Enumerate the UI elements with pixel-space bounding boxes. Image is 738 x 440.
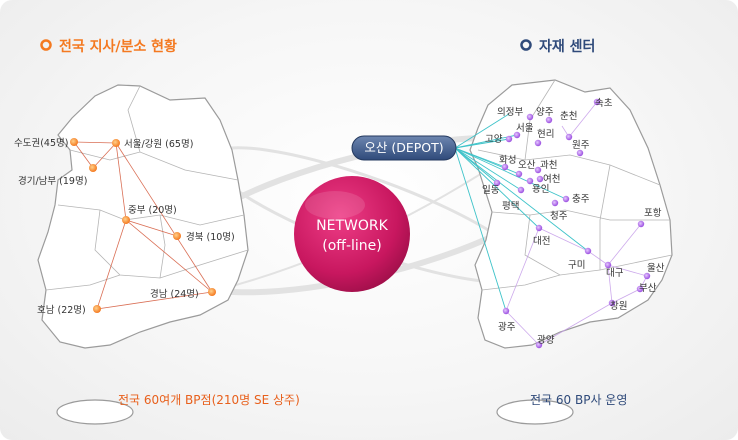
- city-label: 부산: [639, 283, 657, 294]
- office-marker: 수도권(45명): [14, 137, 78, 149]
- city-label: 화성: [499, 155, 516, 166]
- jeju-island: [56, 399, 134, 425]
- city-marker: 속초: [593, 98, 613, 109]
- office-marker: 호남 (22명): [37, 305, 101, 316]
- city-label: 여천: [543, 173, 560, 185]
- city-marker: 고양: [485, 134, 513, 145]
- city-markers: 의정부 양주 춘천 속초 서울 현리 고양 원주 화성 오산 과천 여천 일동 …: [482, 98, 665, 349]
- city-label: 충주: [572, 194, 590, 205]
- office-label: 수도권(45명): [14, 137, 68, 149]
- office-label: 중부 (20명): [128, 205, 177, 216]
- right-title: 자재 센터: [520, 39, 595, 55]
- office-marker: 경기/남부 (19명): [18, 164, 97, 187]
- city-label: 속초: [595, 98, 613, 109]
- city-label: 청주: [550, 211, 568, 222]
- office-markers: 수도권(45명) 서울/강원 (65명) 경기/남부 (19명) 중부 (20명…: [14, 137, 235, 316]
- city-label: 의정부: [497, 107, 523, 118]
- city-marker: 용인: [526, 177, 549, 195]
- city-marker: 춘천: [560, 111, 577, 141]
- city-label: 용인: [532, 184, 549, 195]
- bullet-icon: [520, 39, 532, 51]
- depot-label: 오산 (DEPOT): [364, 140, 443, 155]
- city-marker: 포항: [637, 208, 662, 228]
- city-label: 서울: [516, 123, 534, 134]
- office-label: 경북 (10명): [186, 231, 235, 243]
- city-label: 일동: [482, 185, 500, 196]
- korea-map-right: [469, 79, 673, 425]
- city-marker: 부산: [636, 283, 657, 294]
- city-label: 구미: [568, 260, 585, 271]
- city-marker: 화성: [499, 155, 516, 171]
- depot-badge: 오산 (DEPOT): [351, 135, 457, 161]
- network-label: NETWORK: [316, 218, 388, 234]
- network-ball: NETWORK (off-line): [294, 176, 410, 292]
- office-label: 호남 (22명): [37, 305, 86, 316]
- office-marker: 서울/강원 (65명): [112, 139, 193, 150]
- city-marker: 원주: [572, 140, 590, 157]
- city-label: 창원: [610, 301, 627, 312]
- city-label: 원주: [572, 140, 590, 151]
- city-label: 춘천: [560, 111, 577, 122]
- city-label: 대구: [606, 268, 624, 279]
- network-sublabel: (off-line): [322, 238, 381, 254]
- office-label: 경기/남부 (19명): [18, 175, 87, 187]
- city-marker: 여천: [536, 173, 560, 185]
- city-label: 포항: [644, 208, 662, 219]
- city-marker: 광주: [498, 307, 516, 333]
- city-label: 과천: [540, 160, 557, 171]
- office-links: [73, 141, 213, 310]
- depot-links: [454, 113, 589, 312]
- city-marker: 대구: [604, 261, 624, 279]
- left-panel-caption: 전국 60여개 BP점(210명 SE 상주): [118, 393, 300, 407]
- office-marker: 경남 (24명): [150, 288, 216, 300]
- left-title: 전국 지사/분소 현황: [40, 38, 177, 55]
- city-marker: 광양: [535, 334, 555, 349]
- right-panel-title: 자재 센터: [539, 39, 595, 55]
- office-label: 경남 (24명): [150, 288, 199, 300]
- bullet-icon: [40, 39, 52, 51]
- city-marker: 양주: [536, 107, 554, 124]
- city-marker: 서울: [513, 123, 534, 139]
- city-marker: 일동: [482, 179, 501, 196]
- city-marker: 청주: [550, 199, 568, 222]
- city-marker: 과천: [534, 160, 557, 174]
- city-label: 현리: [537, 129, 554, 140]
- city-marker: 현리: [534, 129, 554, 147]
- korea-map-left: [37, 84, 249, 425]
- office-marker: 경북 (10명): [173, 231, 235, 243]
- city-marker: 창원: [608, 299, 627, 312]
- city-label: 양주: [536, 107, 554, 118]
- city-marker: 대전: [533, 224, 550, 247]
- right-panel-caption: 전국 60 BP사 운영: [530, 393, 627, 407]
- jeju-island: [496, 399, 574, 425]
- city-label: 고양: [485, 134, 503, 145]
- city-marker: 의정부: [497, 107, 534, 121]
- left-panel-title: 전국 지사/분소 현황: [59, 38, 177, 55]
- city-label: 오산: [518, 160, 536, 171]
- city-marker: 충주: [562, 194, 590, 205]
- city-label: 울산: [647, 263, 665, 274]
- city-marker: 구미: [568, 247, 592, 271]
- city-label: 광주: [498, 321, 516, 333]
- city-marker: 울산: [643, 263, 665, 280]
- office-label: 서울/강원 (65명): [124, 139, 193, 150]
- city-label: 광양: [537, 334, 555, 346]
- city-marker: 오산: [515, 160, 536, 178]
- city-label: 대전: [533, 236, 550, 247]
- city-label: 평택: [502, 201, 519, 212]
- city-marker: 평택: [502, 186, 525, 212]
- office-marker: 중부 (20명): [122, 205, 177, 224]
